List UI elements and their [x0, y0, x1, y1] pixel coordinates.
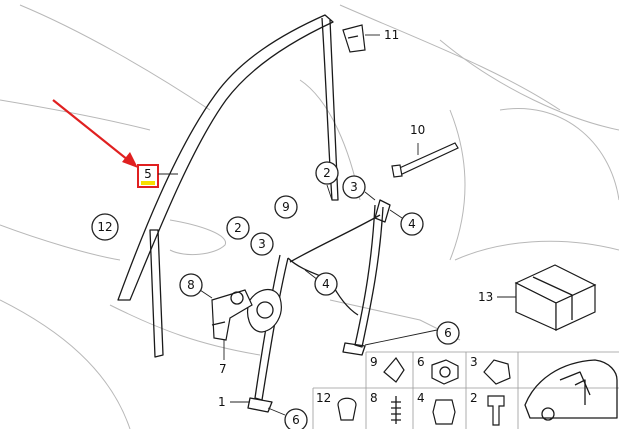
- label-7[interactable]: 7: [219, 362, 227, 376]
- grease-box[interactable]: [514, 264, 597, 331]
- label-1[interactable]: 1: [218, 395, 226, 409]
- callout-9[interactable]: 9: [274, 195, 298, 219]
- label-11[interactable]: 11: [384, 28, 399, 42]
- grid-label-2: 2: [470, 391, 478, 405]
- car-thumbnail[interactable]: [524, 359, 618, 421]
- window-frame-seal[interactable]: [117, 14, 339, 358]
- svg-text:2: 2: [323, 166, 331, 180]
- cable-tie[interactable]: [391, 142, 459, 178]
- label-10[interactable]: 10: [410, 123, 425, 137]
- callout-6-b[interactable]: 6: [284, 408, 308, 429]
- label-5: 5: [144, 167, 152, 181]
- callout-3-a[interactable]: 3: [342, 175, 366, 199]
- nut-icon: [431, 359, 459, 385]
- svg-text:9: 9: [282, 200, 290, 214]
- flange-nut-icon: [432, 399, 456, 425]
- callout-4-b[interactable]: 4: [314, 272, 338, 296]
- grommet-icon: [337, 397, 357, 421]
- callout-8[interactable]: 8: [179, 273, 203, 297]
- car-body-outline: [0, 4, 619, 429]
- grid-label-8: 8: [370, 391, 378, 405]
- screw-icon: [391, 396, 401, 424]
- window-regulator[interactable]: [247, 199, 391, 413]
- bracket-part[interactable]: [342, 24, 366, 53]
- hardware-grid: 9 6 3 12 8 4 2: [312, 351, 619, 429]
- callout-6-a[interactable]: 6: [436, 321, 460, 345]
- svg-text:4: 4: [322, 277, 330, 291]
- grid-label-3: 3: [470, 355, 478, 369]
- indicator-arrow: [52, 99, 138, 168]
- grid-label-6: 6: [417, 355, 425, 369]
- bolt-icon: [487, 395, 505, 426]
- svg-text:8: 8: [187, 278, 195, 292]
- highlighted-part-label[interactable]: 5: [137, 164, 178, 188]
- callout-2-a[interactable]: 2: [315, 161, 339, 185]
- grid-label-12: 12: [316, 391, 331, 405]
- grid-label-4: 4: [417, 391, 425, 405]
- svg-text:6: 6: [292, 413, 300, 427]
- svg-text:2: 2: [234, 221, 242, 235]
- leader-lines: [199, 34, 516, 416]
- window-motor[interactable]: [211, 289, 253, 341]
- svg-text:6: 6: [444, 326, 452, 340]
- label-13[interactable]: 13: [478, 290, 493, 304]
- grid-label-9: 9: [370, 355, 378, 369]
- svg-text:4: 4: [408, 217, 416, 231]
- callout-3-b[interactable]: 3: [250, 232, 274, 256]
- clip-icon: [383, 357, 405, 383]
- svg-text:12: 12: [97, 220, 112, 234]
- callout-2-b[interactable]: 2: [226, 216, 250, 240]
- clip-nut-icon: [483, 359, 511, 385]
- callout-12[interactable]: 12: [91, 213, 119, 241]
- callout-4-a[interactable]: 4: [400, 212, 424, 236]
- svg-text:3: 3: [350, 180, 358, 194]
- svg-text:3: 3: [258, 237, 266, 251]
